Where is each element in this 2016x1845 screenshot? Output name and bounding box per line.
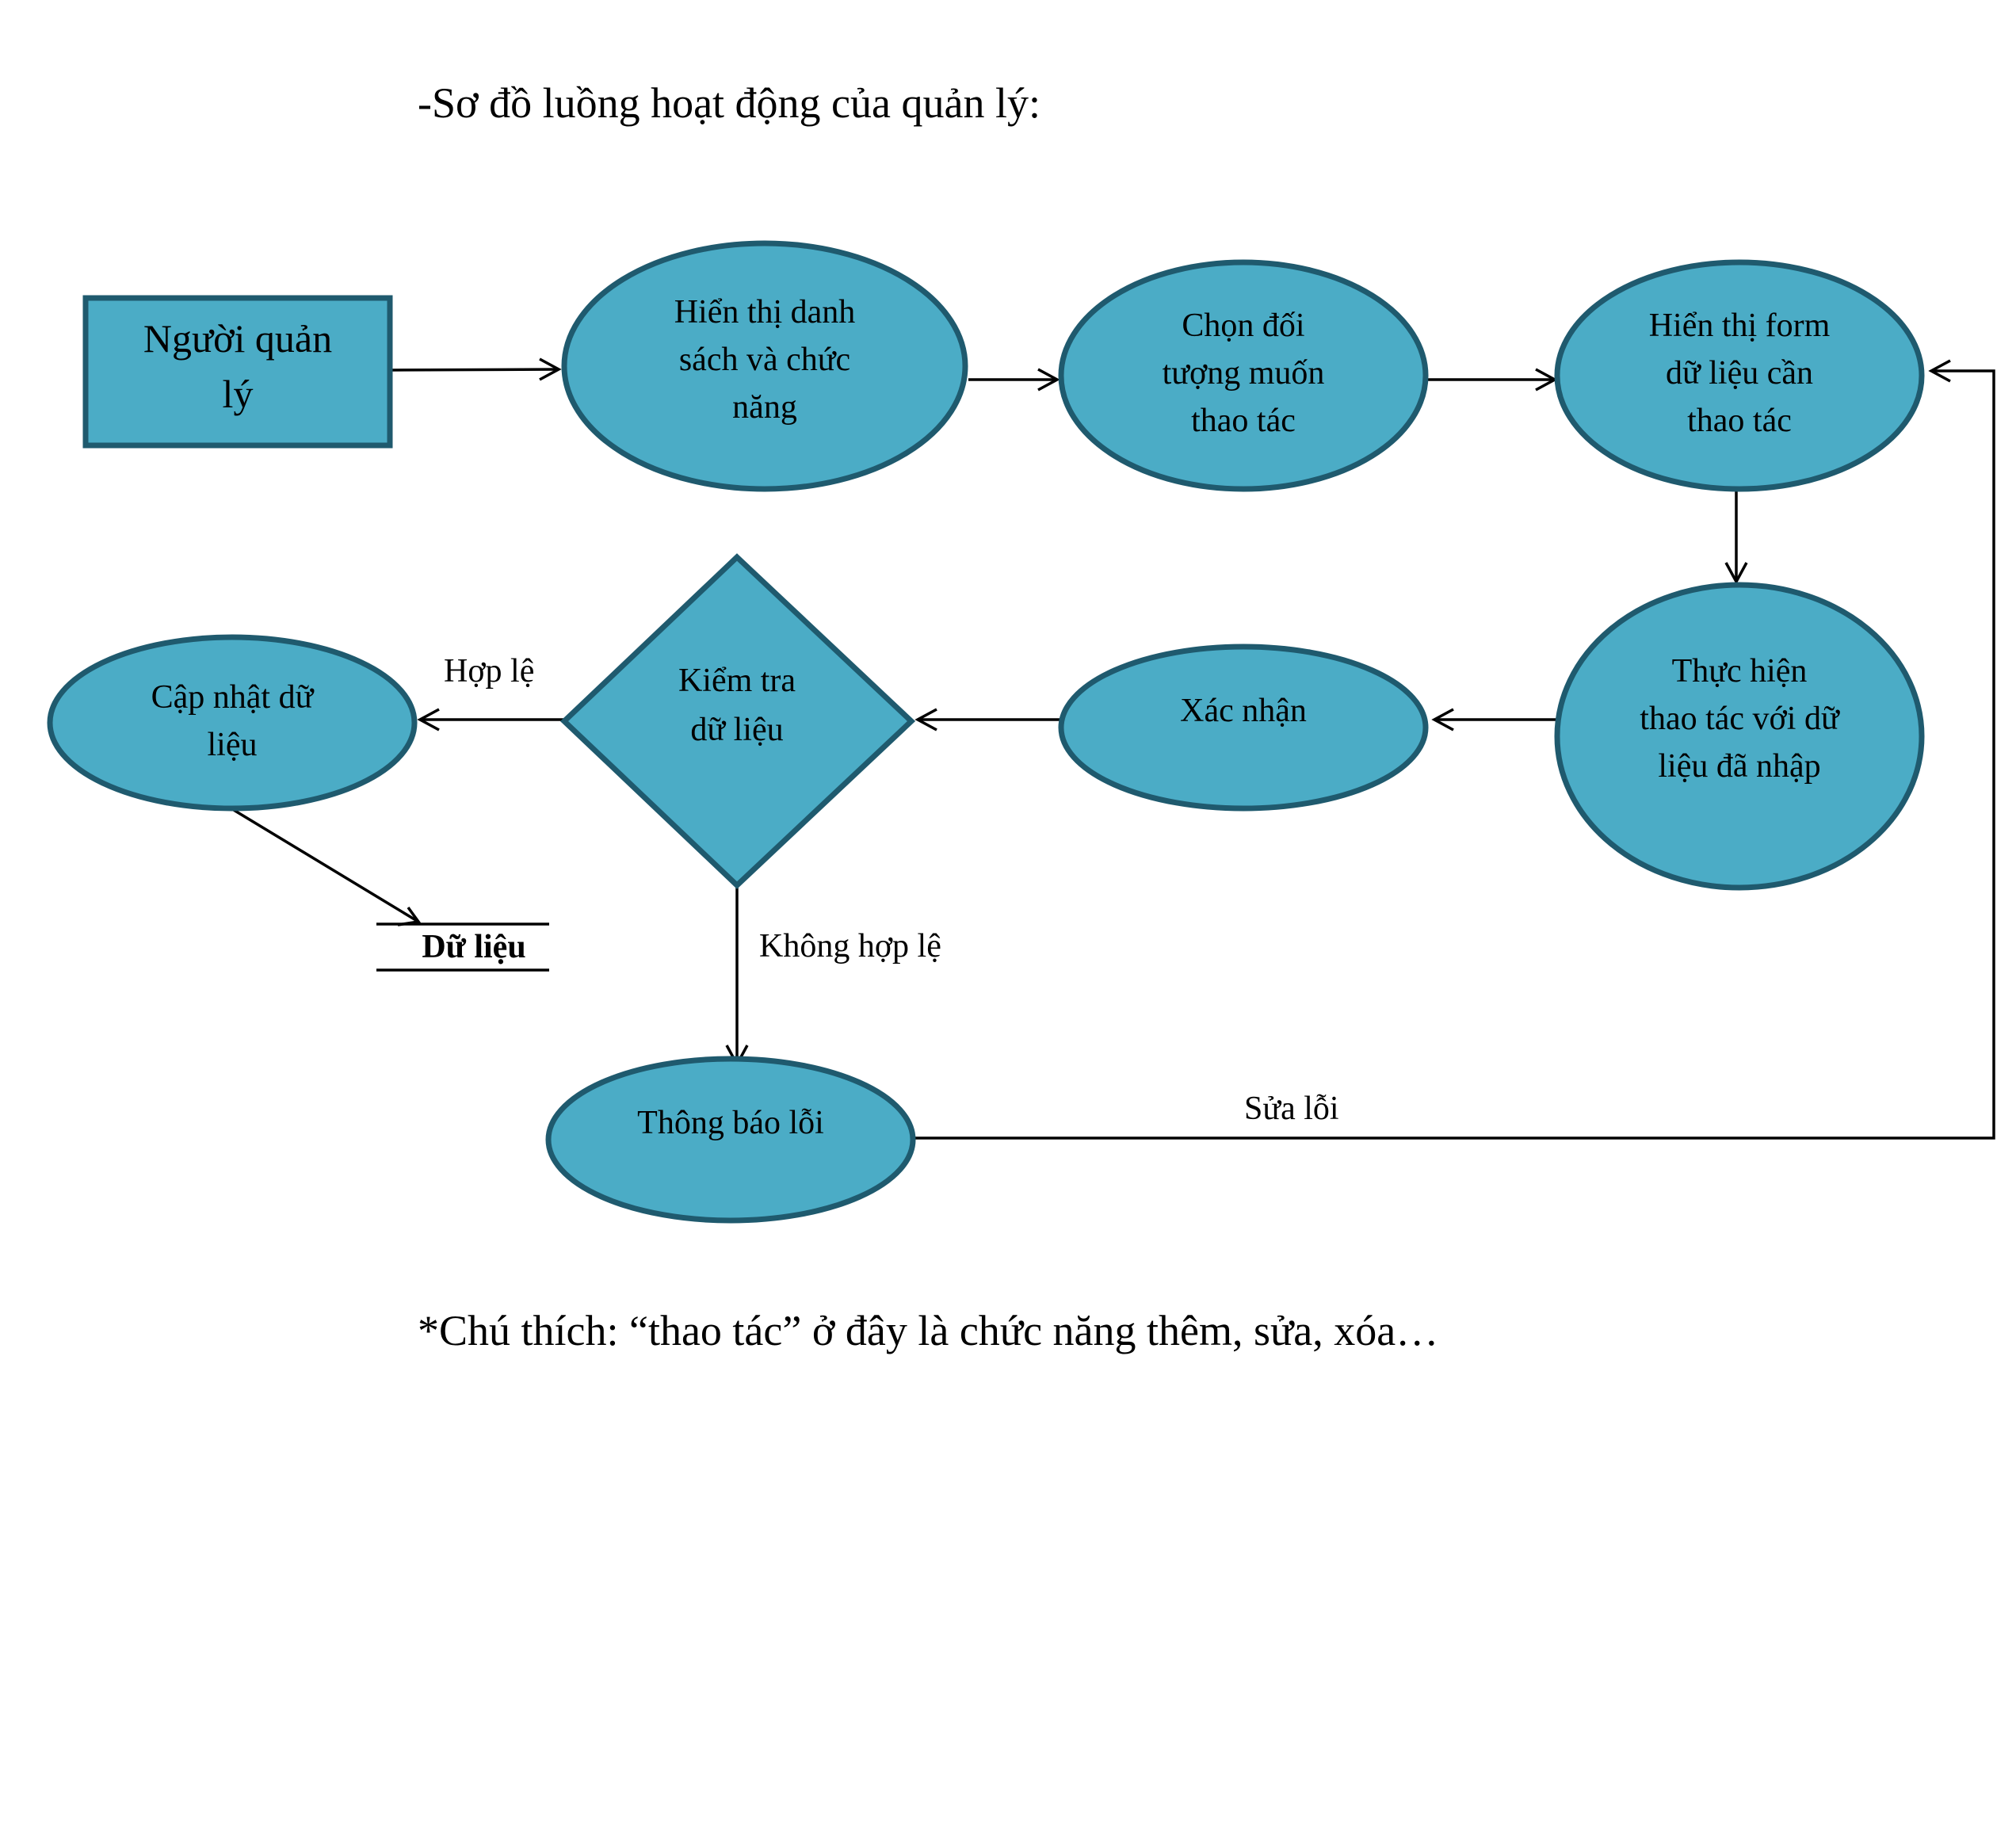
edge-show-form-to-perform (1724, 490, 1748, 585)
invalid-label: Không hợp lệ (759, 928, 941, 965)
choose-object-node: Chọn đối tượng muốn thao tác (1058, 259, 1429, 492)
show-list-label-line-2: sách và chức (679, 342, 850, 378)
error-label: Thông báo lỗi (637, 1105, 824, 1141)
check-label-line-1: Kiểm tra (678, 663, 796, 699)
show-list-node: Hiển thị danh sách và chức năng (561, 240, 968, 492)
check-decision-node: Kiểm tra dữ liệu (559, 553, 916, 889)
data-store-label: Dữ liệu (422, 929, 525, 965)
show-list-label-line-3: năng (732, 389, 797, 426)
update-label-line-2: liệu (208, 727, 258, 763)
show-form-label-line-2: dữ liệu cần (1666, 355, 1813, 392)
show-form-node: Hiển thị form dữ liệu cần thao tác (1554, 259, 1925, 492)
edge-actor-to-show-list (389, 357, 562, 381)
show-list-label-line-1: Hiển thị danh (674, 294, 856, 330)
edges (217, 357, 1995, 1140)
footnote: *Chú thích: “thao tác” ở đây là chức năn… (418, 1307, 1438, 1354)
edge-update-to-store (217, 799, 422, 926)
edge-error-to-show-form (914, 359, 1995, 1140)
edge-choose-object-to-show-form (1428, 368, 1558, 392)
actor-label-line-1: Người quản (143, 316, 332, 361)
edge-check-to-error (725, 888, 749, 1068)
confirm-label: Xác nhận (1180, 693, 1307, 729)
perform-label-line-2: thao tác với dữ (1640, 701, 1840, 737)
actor-node: Người quản lý (82, 295, 393, 449)
confirm-node: Xác nhận (1058, 644, 1429, 812)
update-label-line-1: Cập nhật dữ (151, 679, 315, 716)
edge-show-list-to-choose-object (968, 368, 1060, 392)
check-label-line-2: dữ liệu (690, 712, 783, 748)
edge-perform-to-confirm (1431, 708, 1559, 732)
choose-object-label-line-3: thao tác (1191, 403, 1296, 439)
perform-label-line-1: Thực hiện (1672, 653, 1808, 689)
update-node: Cập nhật dữ liệu (47, 634, 418, 812)
perform-node: Thực hiện thao tác với dữ liệu đã nhập (1554, 582, 1925, 891)
choose-object-label-line-1: Chọn đối (1182, 308, 1304, 344)
diagram-heading: -Sơ đồ luồng hoạt động của quản lý: (418, 79, 1040, 127)
choose-object-label-line-2: tượng muốn (1163, 355, 1325, 392)
show-form-label-line-3: thao tác (1687, 403, 1792, 439)
show-form-label-line-1: Hiển thị form (1649, 308, 1831, 344)
actor-label-line-2: lý (223, 372, 254, 416)
fix-label: Sửa lỗi (1244, 1091, 1339, 1127)
perform-label-line-3: liệu đã nhập (1658, 748, 1820, 785)
error-node: Thông báo lỗi (545, 1056, 916, 1224)
valid-label: Hợp lệ (444, 653, 534, 689)
edge-confirm-to-check (914, 708, 1062, 732)
edge-check-to-update (417, 708, 564, 732)
data-store: Dữ liệu (376, 922, 549, 972)
